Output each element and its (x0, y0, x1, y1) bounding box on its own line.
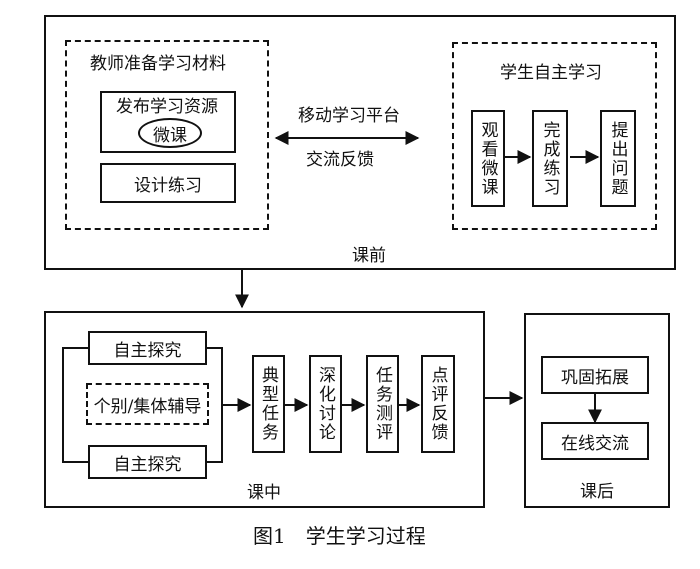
step-ask-questions: 提出问题 (600, 110, 636, 207)
micro-lesson-oval: 微课 (138, 118, 202, 148)
platform-bottom-label: 交流反馈 (306, 150, 374, 170)
pre-class-section (44, 15, 676, 270)
pre-class-label: 课前 (352, 246, 386, 266)
post-class-label: 课后 (580, 482, 614, 502)
step-deep-discussion: 深化讨论 (309, 355, 342, 453)
figure-caption: 图1 学生学习过程 (253, 524, 426, 548)
teacher-prep-group (65, 40, 269, 230)
teacher-prep-title: 教师准备学习材料 (90, 54, 226, 74)
in-class-section (44, 311, 485, 508)
online-exchange-box: 在线交流 (541, 422, 649, 460)
platform-top-label: 移动学习平台 (298, 106, 400, 126)
consolidate-box: 巩固拓展 (541, 356, 649, 394)
inquiry-bracket (62, 347, 88, 463)
step-watch-micro-lesson: 观看微课 (471, 110, 505, 207)
self-inquiry-top-box: 自主探究 (88, 331, 207, 365)
step-complete-exercises: 完成练习 (532, 110, 568, 207)
self-inquiry-bottom-box: 自主探究 (88, 445, 207, 479)
post-class-section (524, 313, 670, 508)
design-exercises-box: 设计练习 (100, 163, 236, 203)
student-self-study-title: 学生自主学习 (500, 63, 602, 83)
publish-resources-box (100, 91, 236, 153)
step-typical-task: 典型任务 (252, 355, 285, 453)
guidance-box: 个别/集体辅导 (86, 383, 209, 425)
publish-resources-label: 发布学习资源 (116, 97, 218, 117)
student-self-study-group (452, 42, 657, 230)
in-class-label: 课中 (247, 483, 281, 503)
step-comment-feedback: 点评反馈 (421, 355, 455, 453)
step-task-evaluation: 任务测评 (366, 355, 399, 453)
